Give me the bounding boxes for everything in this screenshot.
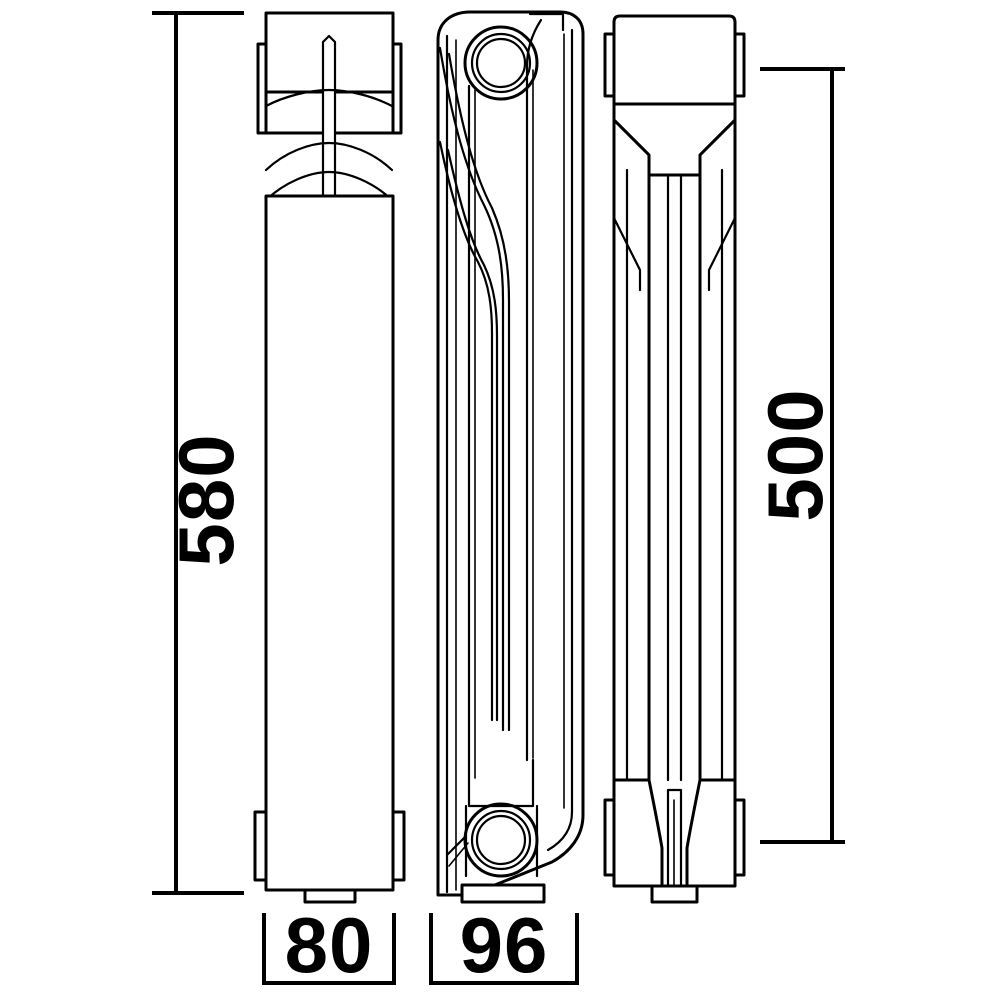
dimension-500: 500	[751, 67, 845, 844]
dimension-500-label: 500	[751, 388, 839, 521]
rear-view-left-tab-lower	[603, 798, 616, 877]
rear-view-right-tab-upper	[733, 32, 746, 98]
rear-view-foot	[650, 884, 699, 904]
rear-view-center-channel	[666, 173, 683, 782]
side-view-curved-fin-2	[447, 52, 511, 732]
side-view-port-brackets	[464, 804, 539, 878]
rear-view	[603, 14, 746, 904]
side-view-bottom-port-inner	[475, 814, 527, 866]
front-view-right-tab-lower	[391, 810, 406, 882]
front-view	[253, 11, 406, 904]
side-view-top-bracket	[528, 12, 565, 32]
side-view-right-inner-line	[546, 28, 574, 852]
rear-view-lower-right-waist	[685, 778, 737, 888]
dimension-580: 580	[152, 11, 250, 895]
front-view-fin-arc-3	[264, 170, 394, 202]
side-section-view	[436, 10, 585, 904]
dimension-96: 96	[429, 901, 579, 989]
side-view-bottom-neck	[467, 758, 535, 808]
front-view-body	[264, 194, 395, 892]
side-view-outer-profile	[436, 10, 585, 897]
dimension-580-label: 580	[162, 433, 250, 566]
side-view-curved-fin-4	[446, 148, 499, 722]
side-view-base-plate	[460, 883, 546, 904]
rear-view-lower-left-waist	[612, 778, 664, 888]
front-view-foot	[303, 888, 357, 904]
dimension-96-label: 96	[460, 901, 549, 989]
side-view-bottom-port-mid	[470, 809, 532, 871]
rear-view-top-cap	[612, 14, 737, 106]
dimension-80-label: 80	[285, 901, 374, 989]
front-view-center-rib	[321, 34, 337, 202]
side-view-lower-diagonal-2	[448, 842, 469, 867]
rear-view-right-column	[698, 118, 737, 782]
front-view-fin-arc-1	[264, 88, 394, 108]
dimension-80: 80	[262, 901, 396, 989]
rear-view-left-tab-upper	[603, 32, 616, 98]
rear-view-right-wedge	[707, 216, 737, 292]
side-view-top-port-mid	[470, 32, 532, 94]
front-view-fin-arc-2	[264, 141, 394, 172]
side-view-lower-diagonal-1	[445, 834, 468, 857]
side-view-vertical-fin-2-top	[525, 18, 543, 68]
rear-view-left-column	[612, 118, 651, 782]
side-view-curved-fin-1	[438, 46, 505, 732]
rear-view-right-tab-lower	[733, 798, 746, 877]
rear-view-inner-edge-lines	[625, 168, 724, 784]
front-view-left-tab-lower	[253, 810, 268, 882]
side-view-bottom-port-outer	[463, 802, 539, 878]
rear-view-left-wedge	[612, 216, 642, 292]
side-view-top-port-outer	[463, 25, 539, 101]
side-view-top-port-inner	[475, 37, 527, 89]
side-view-curved-fin-3	[438, 140, 494, 722]
